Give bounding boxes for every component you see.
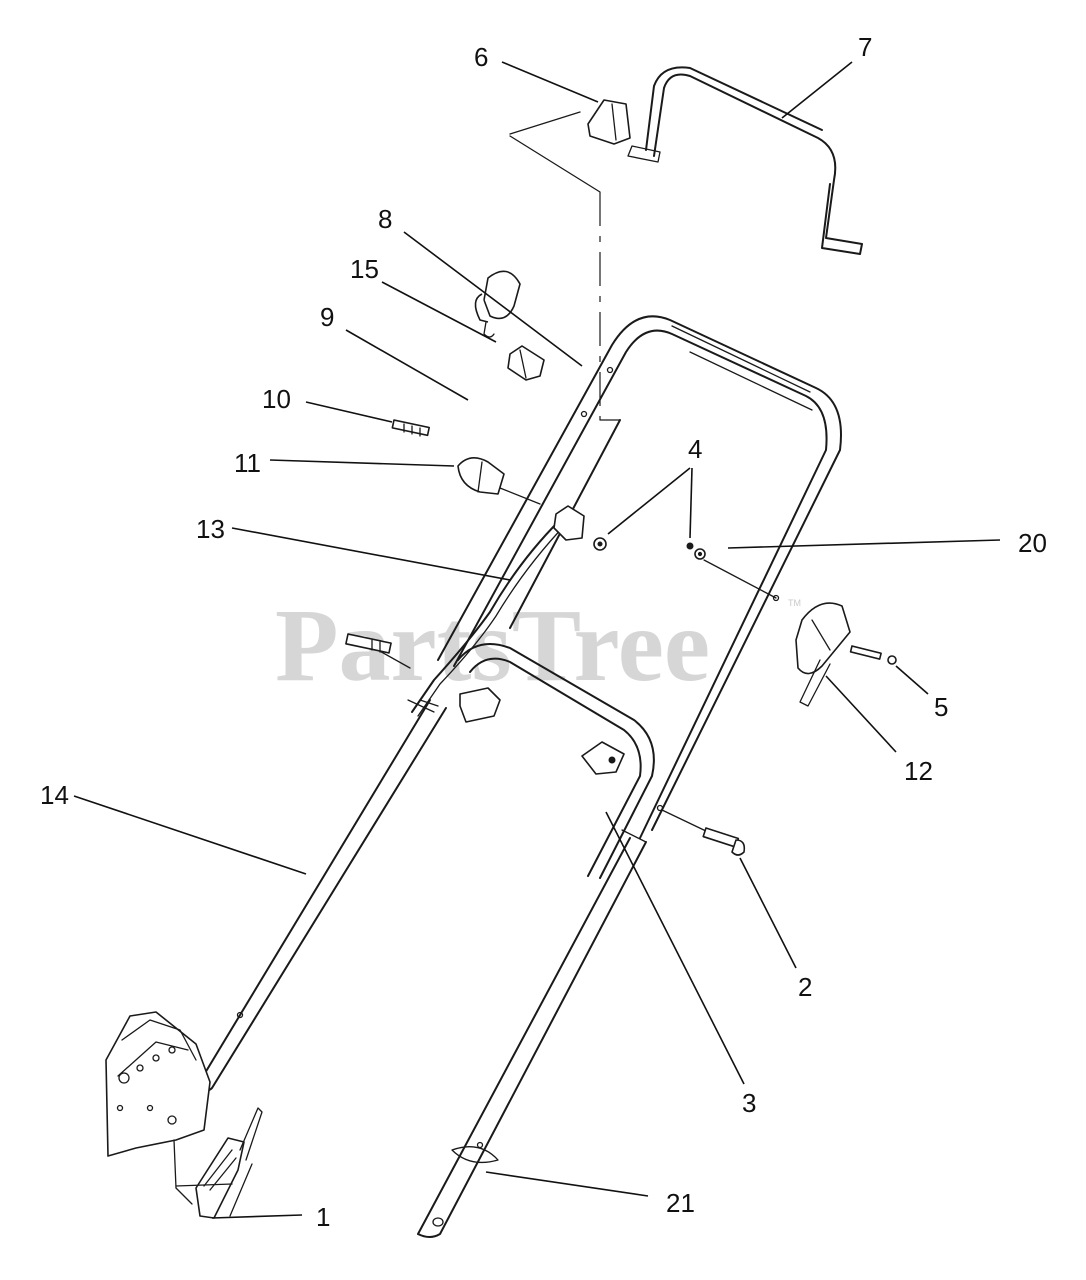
cable-guide xyxy=(457,457,505,495)
callout-4[interactable]: 4 xyxy=(607,434,702,539)
callout-5-label: 5 xyxy=(934,692,948,722)
callout-1-label: 1 xyxy=(316,1202,330,1232)
callout-7[interactable]: 7 xyxy=(781,32,872,119)
callout-5[interactable]: 5 xyxy=(895,665,948,722)
callout-13[interactable]: 13 xyxy=(196,514,511,581)
callout-21[interactable]: 21 xyxy=(485,1171,695,1218)
knob-bolt xyxy=(391,419,431,437)
handle-knob xyxy=(474,270,521,338)
cable-tie-bracket xyxy=(581,741,625,775)
watermark-text: PartsTree xyxy=(275,588,710,703)
bail-bar xyxy=(627,66,863,255)
handle-washer xyxy=(451,1146,499,1164)
upper-handle xyxy=(437,315,842,839)
callout-11[interactable]: 11 xyxy=(234,448,455,478)
callout-6[interactable]: 6 xyxy=(474,42,599,103)
cable-block xyxy=(553,505,585,541)
pivot-bushing xyxy=(459,687,501,723)
bail-bracket xyxy=(587,99,631,145)
callout-20-label: 20 xyxy=(1018,528,1047,558)
callout-2-label: 2 xyxy=(798,972,812,1002)
alignment-lines xyxy=(359,111,777,833)
callout-7-label: 7 xyxy=(858,32,872,62)
callout-11-label: 11 xyxy=(234,448,261,478)
callout-8[interactable]: 8 xyxy=(378,204,583,367)
callout-9-label: 9 xyxy=(320,302,334,332)
callout-2[interactable]: 2 xyxy=(739,857,812,1002)
cable-clamp xyxy=(507,345,545,381)
watermark-trademark: TM xyxy=(788,598,801,608)
callout-1[interactable]: 1 xyxy=(211,1202,330,1232)
lower-handle-right xyxy=(417,829,647,1238)
callout-3-label: 3 xyxy=(742,1088,756,1118)
height-adjust-lever xyxy=(175,1107,263,1219)
throttle-control xyxy=(795,602,897,707)
callout-10[interactable]: 10 xyxy=(262,384,393,423)
callout-12[interactable]: 12 xyxy=(825,675,933,786)
callout-6-label: 6 xyxy=(474,42,488,72)
handle-mount-bracket xyxy=(105,1011,211,1205)
handle-bolt xyxy=(702,827,746,856)
callout-20[interactable]: 20 xyxy=(727,528,1047,558)
callout-13-label: 13 xyxy=(196,514,225,544)
callout-8-label: 8 xyxy=(378,204,392,234)
callout-15-label: 15 xyxy=(350,254,379,284)
callout-9[interactable]: 9 xyxy=(320,302,469,401)
callout-4-label: 4 xyxy=(688,434,702,464)
cable-collar xyxy=(407,699,435,713)
callout-10-label: 10 xyxy=(262,384,291,414)
pivot-pin xyxy=(345,633,392,654)
callout-14[interactable]: 14 xyxy=(40,780,307,875)
callout-21-label: 21 xyxy=(666,1188,695,1218)
washer-20 xyxy=(694,548,706,560)
nut-4a xyxy=(593,537,607,551)
callout-3[interactable]: 3 xyxy=(605,811,756,1118)
callout-15[interactable]: 15 xyxy=(350,254,497,343)
callout-14-label: 14 xyxy=(40,780,69,810)
callouts: 1 2 3 4 5 6 7 8 xyxy=(40,32,1047,1232)
lower-handle-left xyxy=(195,643,655,1092)
callout-12-label: 12 xyxy=(904,756,933,786)
nut-4b xyxy=(686,542,694,550)
